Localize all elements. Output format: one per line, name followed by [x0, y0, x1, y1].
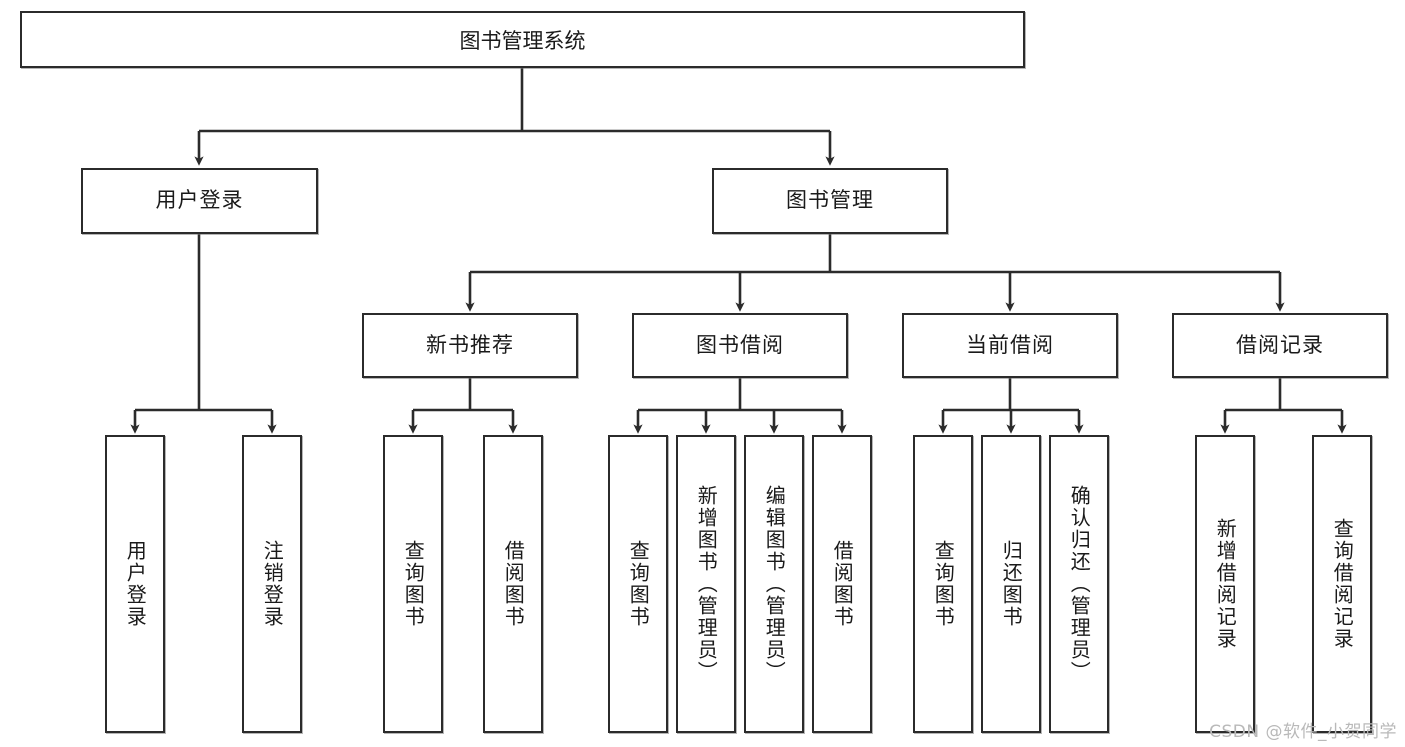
leaf-current-borrow-1[interactable]: 归还图书: [981, 435, 1041, 733]
leaf-label: 编辑图书（管理员）: [762, 485, 787, 683]
edge-group-book-manage: [465, 234, 1285, 312]
node-borrow-record[interactable]: 借阅记录: [1172, 313, 1388, 378]
node-user-login[interactable]: 用户登录: [81, 168, 318, 234]
leaf-label: 查询图书: [401, 540, 426, 628]
leaf-book-borrow-2[interactable]: 编辑图书（管理员）: [744, 435, 804, 733]
node-root-label: 图书管理系统: [459, 28, 586, 53]
node-current-borrow[interactable]: 当前借阅: [902, 313, 1118, 378]
leaf-new-book-recommend-1[interactable]: 借阅图书: [483, 435, 543, 733]
leaf-label: 查询图书: [626, 540, 651, 628]
leaf-label: 确认归还（管理员）: [1067, 485, 1092, 683]
edge-group-root: [194, 68, 835, 166]
edge-group-book-borrow: [633, 378, 847, 434]
leaf-book-borrow-0[interactable]: 查询图书: [608, 435, 668, 733]
edge-group-new-book: [408, 378, 518, 434]
node-current-borrow-label: 当前借阅: [966, 332, 1054, 357]
leaf-user-login-0[interactable]: 用户登录: [105, 435, 165, 733]
node-book-manage-label: 图书管理: [786, 188, 874, 213]
edge-group-user-login: [130, 234, 277, 434]
leaf-label: 查询借阅记录: [1330, 518, 1355, 650]
leaf-label: 新增图书（管理员）: [694, 485, 719, 683]
node-book-borrow-label: 图书借阅: [696, 332, 784, 357]
leaf-label: 用户登录: [123, 540, 148, 628]
leaf-label: 借阅图书: [501, 540, 526, 628]
leaf-label: 注销登录: [260, 540, 285, 628]
leaf-borrow-record-0[interactable]: 新增借阅记录: [1195, 435, 1255, 733]
node-book-manage[interactable]: 图书管理: [712, 168, 948, 234]
node-borrow-record-label: 借阅记录: [1236, 332, 1324, 357]
leaf-borrow-record-1[interactable]: 查询借阅记录: [1312, 435, 1372, 733]
leaf-book-borrow-3[interactable]: 借阅图书: [812, 435, 872, 733]
node-root[interactable]: 图书管理系统: [20, 11, 1025, 68]
leaf-label: 查询图书: [931, 540, 956, 628]
leaf-book-borrow-1[interactable]: 新增图书（管理员）: [676, 435, 736, 733]
leaf-current-borrow-0[interactable]: 查询图书: [913, 435, 973, 733]
edge-group-borrow-record: [1220, 378, 1347, 434]
node-new-book-recommend[interactable]: 新书推荐: [362, 313, 578, 378]
node-book-borrow[interactable]: 图书借阅: [632, 313, 848, 378]
node-new-book-recommend-label: 新书推荐: [426, 332, 514, 357]
leaf-label: 新增借阅记录: [1213, 518, 1238, 650]
leaf-label: 借阅图书: [830, 540, 855, 628]
leaf-new-book-recommend-0[interactable]: 查询图书: [383, 435, 443, 733]
node-user-login-label: 用户登录: [155, 188, 244, 213]
leaf-label: 归还图书: [999, 540, 1024, 628]
edge-group-current-borrow: [938, 378, 1084, 434]
leaf-current-borrow-2[interactable]: 确认归还（管理员）: [1049, 435, 1109, 733]
leaf-user-login-1[interactable]: 注销登录: [242, 435, 302, 733]
watermark: CSDN @软件_小贺同学: [1209, 722, 1397, 742]
